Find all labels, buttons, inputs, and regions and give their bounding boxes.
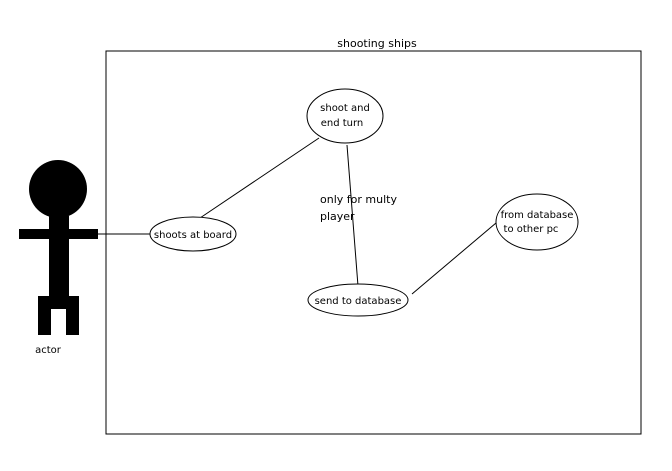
association-database-otherpc <box>411 222 497 295</box>
system-title: shooting ships <box>337 37 417 50</box>
system-boundary <box>105 50 642 435</box>
usecase-shoot-and-end-turn <box>306 88 384 144</box>
actor-body <box>49 216 69 297</box>
usecase-shoot-and-end-turn-label-line1: shoot and <box>320 103 370 114</box>
note-line1: only for multy <box>320 193 397 206</box>
usecase-send-to-database <box>307 283 409 317</box>
association-endturn-database <box>346 144 359 287</box>
actor-label: actor <box>35 345 62 356</box>
usecase-from-database-to-other-pc <box>495 193 579 251</box>
usecase-shoot-and-end-turn-label-line2: end turn <box>321 118 364 129</box>
usecase-shoots-at-board <box>149 216 237 252</box>
usecase-shoots-at-board-label: shoots at board <box>154 230 232 241</box>
usecase-send-to-database-label: send to database <box>315 296 402 307</box>
actor-head <box>29 160 87 218</box>
actor-figure: actor <box>19 160 98 356</box>
actor-right-leg <box>66 309 79 335</box>
usecase-from-database-to-other-pc-label-line1: from database <box>501 210 574 221</box>
usecase-from-database-to-other-pc-label-line2: to other pc <box>504 224 559 235</box>
association-shoots-endturn <box>199 137 320 219</box>
actor-arms <box>19 229 98 239</box>
actor-hips <box>38 296 79 309</box>
actor-left-leg <box>38 309 51 335</box>
note-line2: player <box>320 210 355 223</box>
